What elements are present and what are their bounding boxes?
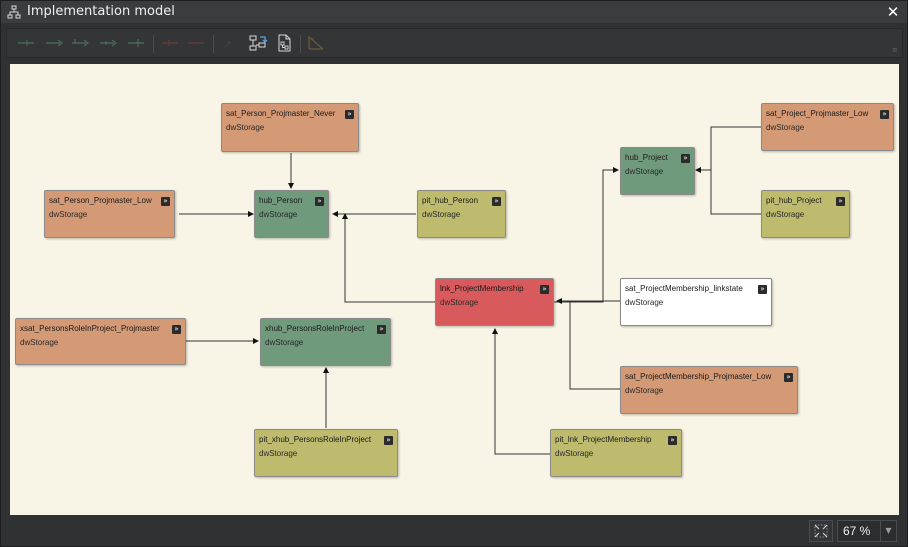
node-type: dwStorage — [259, 449, 298, 458]
expand-icon[interactable]: » — [345, 110, 354, 119]
node-name: pit_lnk_ProjectMembership — [555, 435, 652, 444]
node-type: dwStorage — [422, 210, 461, 219]
node-pit-hub-project[interactable]: pit_hub_Project dwStorage » — [761, 190, 850, 238]
expand-icon[interactable]: » — [836, 197, 845, 206]
node-name: hub_Project — [625, 153, 668, 162]
edge-pit-lnk-membership-to-lnk-membership — [492, 328, 550, 455]
fit-to-window-icon — [814, 524, 828, 538]
edge-sat-membership-low-to-lnk-membership — [569, 301, 620, 390]
expand-icon[interactable]: » — [492, 197, 501, 206]
node-name: xhub_PersonsRoleInProject — [265, 324, 365, 333]
node-pit-lnk-projectmembership[interactable]: pit_lnk_ProjectMembership dwStorage » — [550, 429, 682, 477]
node-type: dwStorage — [625, 167, 664, 176]
window-title: Implementation model — [27, 4, 175, 19]
expand-icon[interactable]: » — [784, 373, 793, 382]
node-name: sat_Project_Projmaster_Low — [766, 109, 869, 118]
toolbar-separator — [213, 35, 214, 53]
node-sat-project-projmaster-low[interactable]: sat_Project_Projmaster_Low dwStorage » — [761, 103, 894, 151]
chevron-down-icon[interactable]: ▼ — [880, 521, 896, 541]
node-sat-projectmembership-projmaster-low[interactable]: sat_ProjectMembership_Projmaster_Low dwS… — [620, 366, 798, 414]
expand-icon[interactable]: » — [384, 436, 393, 445]
node-sat-person-projmaster-low[interactable]: sat_Person_Projmaster_Low dwStorage » — [44, 190, 175, 238]
expand-icon[interactable]: » — [668, 436, 677, 445]
edge-style-7-button[interactable] — [185, 33, 207, 53]
expand-icon[interactable]: » — [172, 325, 181, 334]
node-type: dwStorage — [766, 123, 805, 132]
close-icon[interactable]: ✕ — [886, 3, 900, 21]
expand-icon[interactable]: » — [758, 285, 767, 294]
expand-icon[interactable]: » — [315, 197, 324, 206]
node-type: dwStorage — [20, 338, 59, 347]
edge-style-3-button[interactable] — [69, 33, 91, 53]
diagram-canvas[interactable]: sat_Person_Projmaster_Never dwStorage » … — [10, 64, 899, 515]
hierarchy-icon — [7, 5, 21, 19]
expand-icon[interactable]: » — [161, 197, 170, 206]
expand-icon[interactable]: » — [540, 285, 549, 294]
node-type: dwStorage — [625, 298, 664, 307]
fit-to-window-button[interactable] — [809, 520, 833, 542]
expand-icon[interactable]: » — [681, 154, 690, 163]
edge-style-8-button[interactable] — [219, 33, 241, 53]
node-name: pit_hub_Project — [766, 196, 822, 205]
edge-lnk-membership-to-hub-person — [342, 213, 435, 303]
toolbar-grip-icon[interactable]: ≡ — [892, 46, 898, 54]
toolbar-separator — [300, 35, 301, 53]
node-xsat-personsroleinproject-projmaster[interactable]: xsat_PersonsRoleInProject_Projmaster dwS… — [15, 318, 186, 365]
node-name: sat_ProjectMembership_Projmaster_Low — [625, 372, 772, 381]
node-name: xsat_PersonsRoleInProject_Projmaster — [20, 324, 160, 333]
node-lnk-project-membership[interactable]: lnk_ProjectMembership dwStorage » — [435, 278, 554, 326]
node-type: dwStorage — [440, 298, 479, 307]
edge-pit-hub-project-to-hub-project — [710, 170, 761, 215]
node-hub-project[interactable]: hub_Project dwStorage » — [620, 147, 695, 195]
export-diagram-button[interactable] — [273, 33, 295, 53]
edge-style-1-button[interactable] — [15, 33, 37, 53]
edge-lnk-membership-to-hub-project — [553, 167, 619, 303]
node-type: dwStorage — [766, 210, 805, 219]
node-name: lnk_ProjectMembership — [440, 284, 524, 293]
auto-layout-button[interactable] — [247, 33, 269, 53]
edge-style-4-button[interactable] — [97, 33, 119, 53]
edge-style-2-button[interactable] — [43, 33, 65, 53]
node-type: dwStorage — [49, 210, 88, 219]
node-type: dwStorage — [259, 210, 298, 219]
node-pit-hub-person[interactable]: pit_hub_Person dwStorage » — [417, 190, 506, 238]
node-name: pit_hub_Person — [422, 196, 479, 205]
node-type: dwStorage — [265, 338, 304, 347]
node-name: sat_Person_Projmaster_Low — [49, 196, 152, 205]
node-name: hub_Person — [259, 196, 303, 205]
toolbar-separator — [153, 35, 154, 53]
edge-style-5-button[interactable] — [125, 33, 147, 53]
toolbar: ≡ — [6, 28, 903, 58]
edge-style-6-button[interactable] — [159, 33, 181, 53]
expand-icon[interactable]: » — [880, 110, 889, 119]
edge-sat-project-low-to-hub-project — [695, 126, 761, 173]
diagram-edges — [179, 126, 761, 455]
node-name: sat_ProjectMembership_linkstate — [625, 284, 743, 293]
zoom-selector[interactable]: 67 % ▼ — [837, 520, 897, 542]
title-bar[interactable]: Implementation model ✕ — [1, 1, 907, 23]
node-xhub-personsroleinproject[interactable]: xhub_PersonsRoleInProject dwStorage » — [260, 318, 391, 366]
node-type: dwStorage — [226, 123, 265, 132]
node-name: pit_xhub_PersonsRoleInProject — [259, 435, 372, 444]
node-pit-xhub-personsroleinproject[interactable]: pit_xhub_PersonsRoleInProject dwStorage … — [254, 429, 398, 477]
zoom-value[interactable]: 67 % — [843, 524, 871, 538]
expand-icon[interactable]: » — [377, 325, 386, 334]
node-sat-person-projmaster-never[interactable]: sat_Person_Projmaster_Never dwStorage » — [221, 103, 359, 152]
node-type: dwStorage — [555, 449, 594, 458]
ruler-button[interactable] — [305, 33, 327, 53]
node-name: sat_Person_Projmaster_Never — [226, 109, 336, 118]
node-sat-projectmembership-linkstate[interactable]: sat_ProjectMembership_linkstate dwStorag… — [620, 278, 772, 326]
node-hub-person[interactable]: hub_Person dwStorage » — [254, 190, 329, 238]
node-type: dwStorage — [625, 386, 664, 395]
